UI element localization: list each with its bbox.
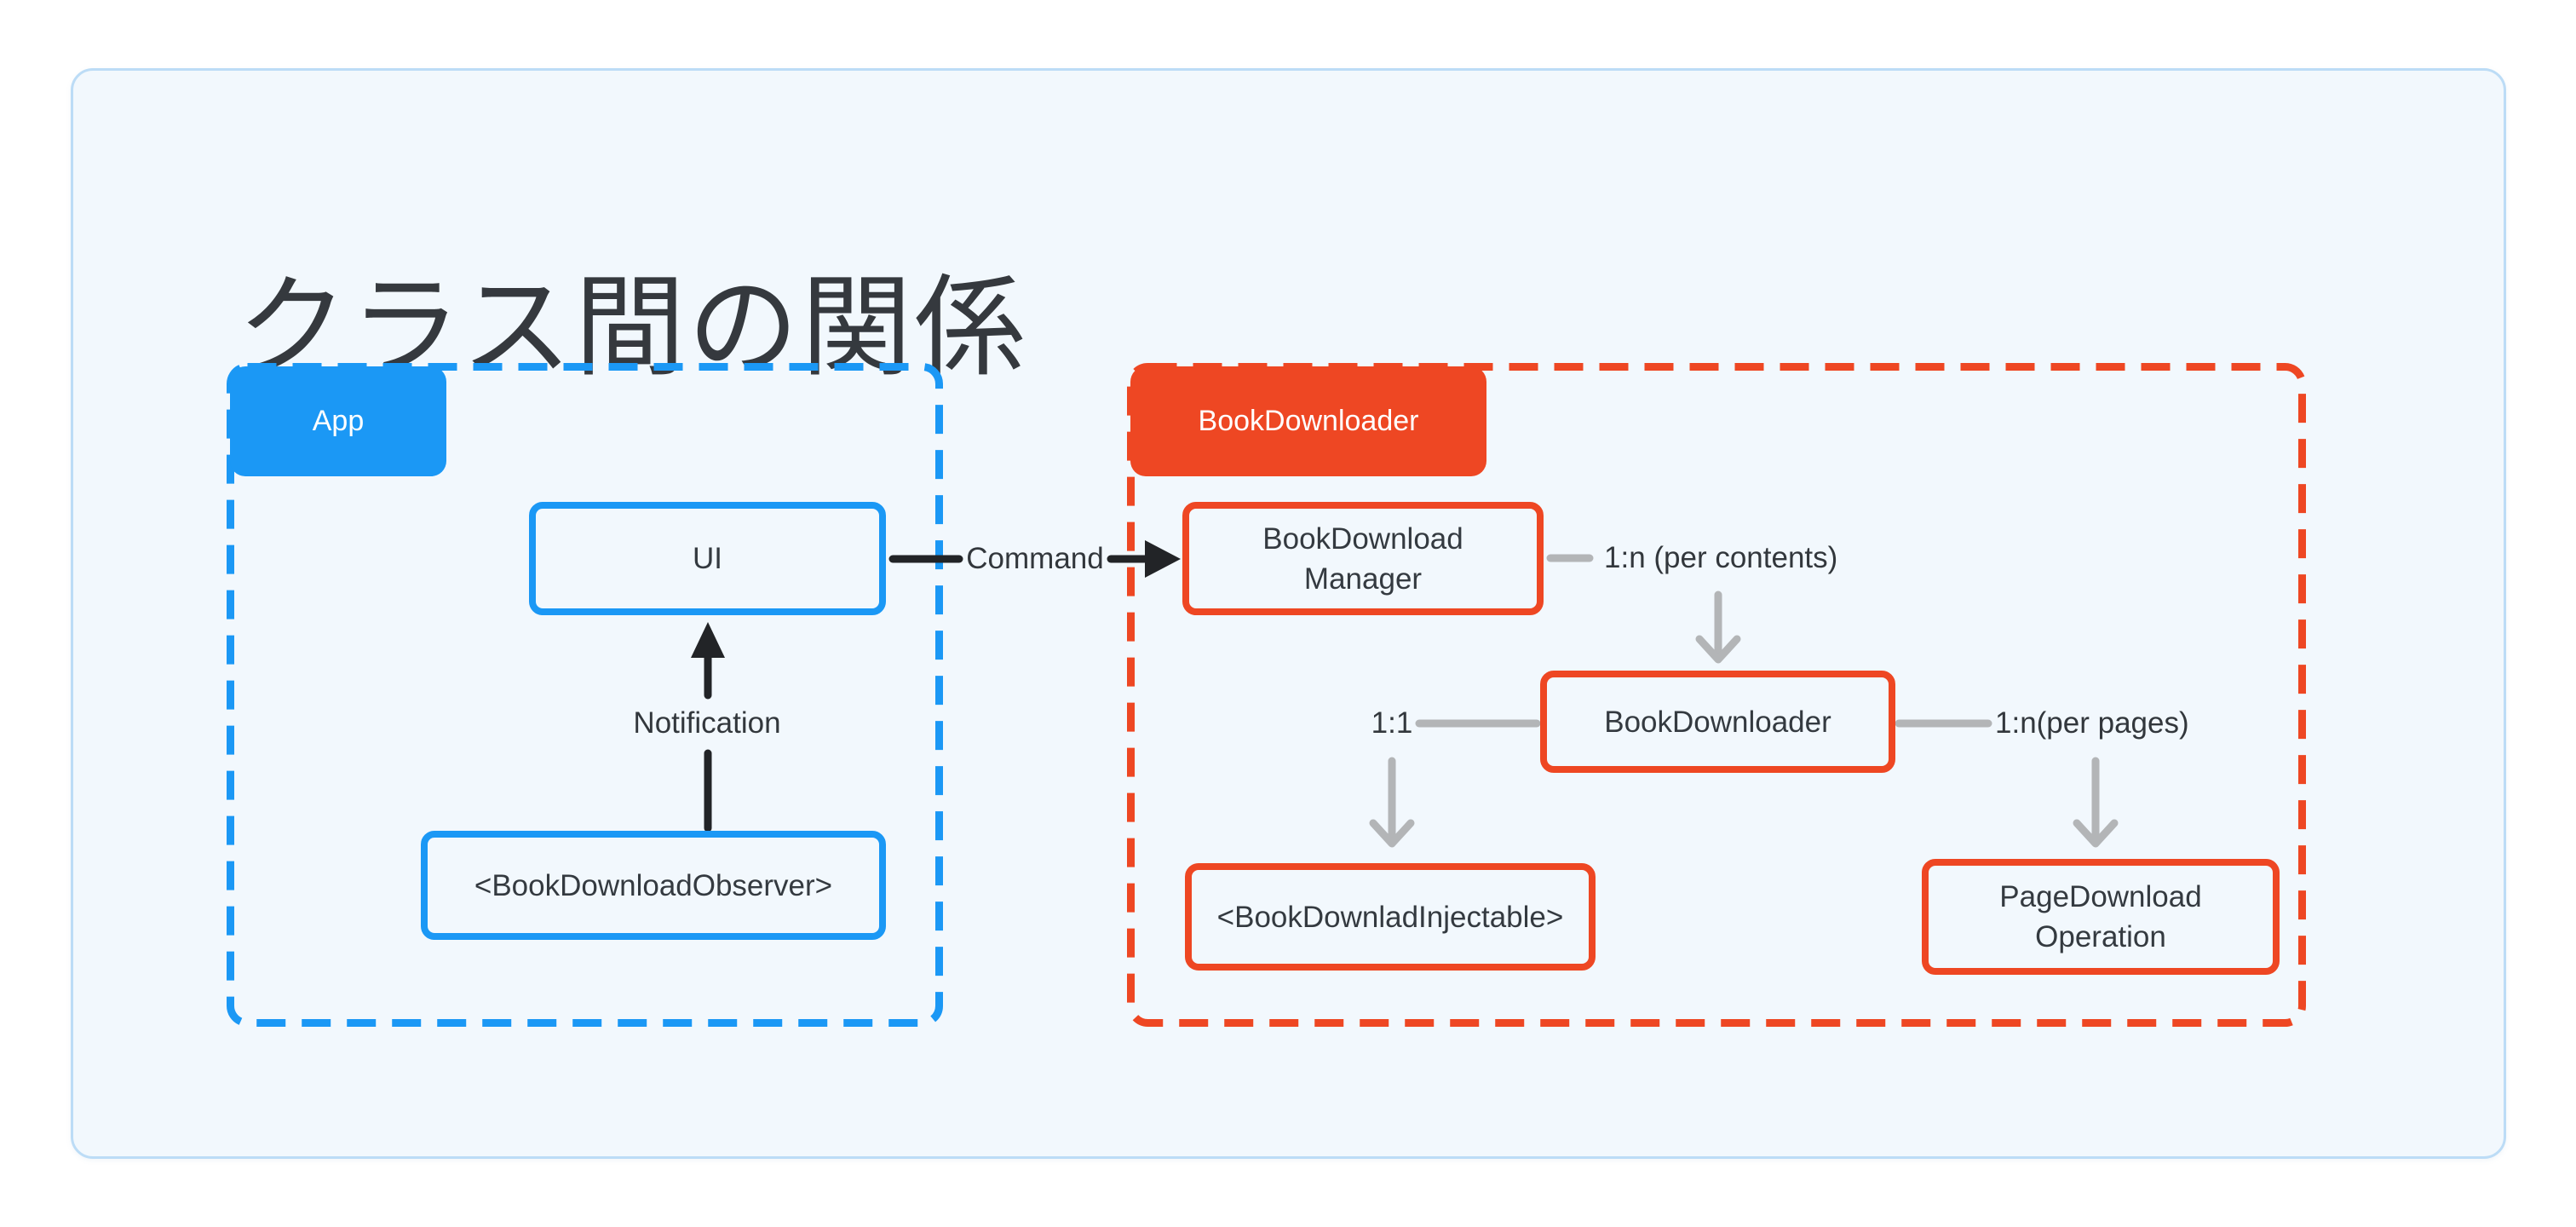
edge-label-per-contents: 1:n (per contents) (1604, 541, 1838, 574)
edge-label-one-to-one: 1:1 (1371, 706, 1413, 740)
app-group-border (227, 363, 943, 1027)
node-ui: UI (529, 502, 886, 615)
bookdownloader-group-border (1127, 363, 2306, 1027)
per-contents-arrowhead-icon (1695, 635, 1741, 664)
edge-label-notification: Notification (633, 706, 781, 740)
node-bookdownloadobserver-label: <BookDownloadObserver> (474, 868, 833, 902)
app-group-label-text: App (312, 405, 365, 437)
one-to-one-arrowhead-icon (1369, 819, 1415, 848)
bookdownloader-group-label: BookDownloader (1130, 366, 1486, 476)
node-bookdownloader: BookDownloader (1540, 671, 1895, 773)
node-ui-label: UI (693, 542, 722, 575)
app-group-label: App (230, 366, 446, 476)
node-pagedownload-operation: PageDownload Operation (1922, 859, 2280, 975)
edge-label-command: Command (966, 542, 1104, 575)
notification-arrowhead-icon (691, 622, 725, 658)
node-bookdownload-manager: BookDownload Manager (1182, 502, 1544, 615)
node-bookdownload-manager-label: BookDownload Manager (1262, 521, 1463, 596)
node-bookdownladinjectable: <BookDownladInjectable> (1185, 863, 1596, 971)
node-bookdownloader-label: BookDownloader (1604, 705, 1831, 739)
node-pagedownload-operation-label: PageDownload Operation (1999, 880, 2202, 953)
edge-label-per-pages: 1:n(per pages) (1995, 706, 2189, 740)
node-bookdownladinjectable-label: <BookDownladInjectable> (1216, 900, 1564, 934)
bookdownloader-group-label-text: BookDownloader (1198, 405, 1419, 437)
node-bookdownloadobserver: <BookDownloadObserver> (421, 831, 886, 940)
command-arrowhead-icon (1145, 540, 1181, 578)
per-pages-arrowhead-icon (2073, 819, 2119, 848)
